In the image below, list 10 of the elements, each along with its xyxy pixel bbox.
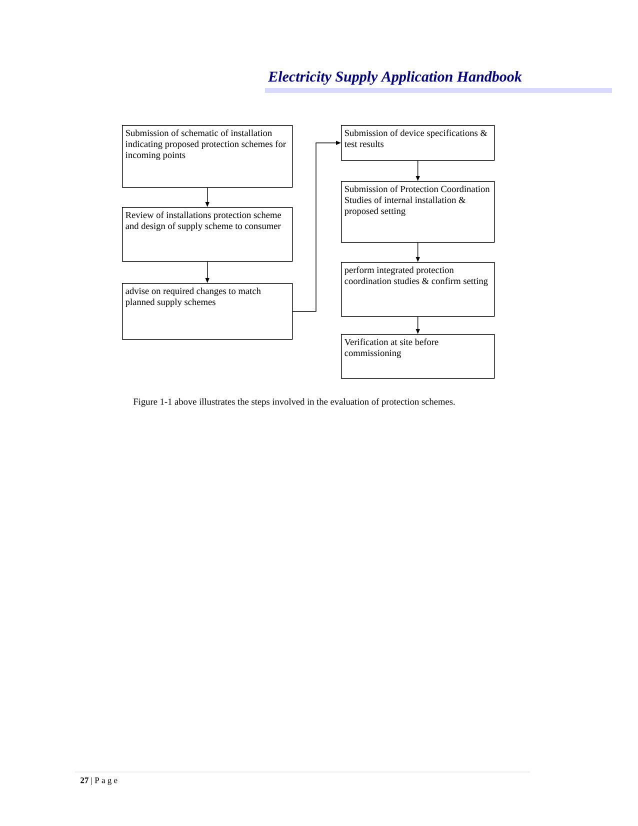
page-number: 27 | P a g e bbox=[80, 777, 118, 785]
caption: Figure 1-1 above illustrates the steps involved in the evaluation of protection schemes. bbox=[133, 398, 455, 407]
process-box: advise on required changes to match planned supply schemes bbox=[122, 283, 293, 340]
title: Electricity Supply Application Handbook bbox=[268, 71, 522, 85]
process-box: Submission of device specifications & test results bbox=[341, 125, 495, 161]
process-box: perform integrated protection coordination studies & confirm setting bbox=[341, 262, 495, 317]
process-box: Verification at site before commissioning bbox=[341, 334, 495, 379]
process-box: Review of installations protection scheme and design of supply scheme to consumer bbox=[122, 207, 293, 262]
process-box: Submission of schematic of installation indicating proposed protection schemes for incoming points bbox=[122, 125, 293, 188]
process-box: Submission of Protection Coordination Studies of internal installation & proposed setting bbox=[341, 181, 495, 243]
